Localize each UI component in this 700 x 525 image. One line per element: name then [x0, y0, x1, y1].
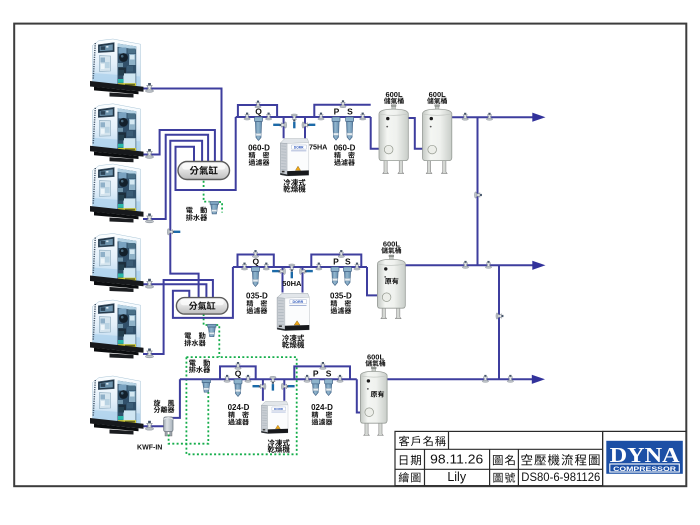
- svg-text:035-D: 035-D: [246, 292, 268, 301]
- svg-text:Q: Q: [235, 369, 242, 379]
- svg-text:COMPRESSOR: COMPRESSOR: [613, 466, 676, 473]
- svg-text:98.11.26: 98.11.26: [430, 452, 483, 467]
- svg-text:Lily: Lily: [447, 470, 467, 484]
- svg-text:50HA: 50HA: [282, 279, 302, 288]
- svg-text:P: P: [333, 256, 339, 266]
- svg-text:S: S: [326, 369, 332, 379]
- svg-text:KWF-IN: KWF-IN: [137, 444, 162, 451]
- svg-text:S: S: [345, 256, 351, 266]
- svg-text:S: S: [347, 106, 353, 116]
- svg-text:024-D: 024-D: [228, 403, 250, 412]
- svg-text:DORR: DORR: [294, 146, 304, 150]
- svg-text:DYNA: DYNA: [610, 443, 681, 467]
- svg-text:600L: 600L: [385, 90, 403, 99]
- svg-text:Q: Q: [255, 107, 262, 117]
- svg-text:024-D: 024-D: [311, 403, 333, 412]
- svg-text:P: P: [334, 106, 340, 116]
- svg-text:600L: 600L: [429, 90, 447, 99]
- svg-text:DS80-6-981126: DS80-6-981126: [521, 472, 600, 484]
- svg-text:75HA: 75HA: [309, 142, 327, 151]
- svg-text:P: P: [313, 369, 319, 379]
- svg-text:060-D: 060-D: [334, 143, 356, 152]
- svg-text:600L: 600L: [367, 352, 385, 361]
- svg-text:Q: Q: [252, 256, 259, 266]
- svg-text:DORR: DORR: [274, 407, 284, 411]
- svg-text:060-D: 060-D: [248, 143, 270, 152]
- svg-text:DORR: DORR: [293, 300, 304, 304]
- svg-text:035-D: 035-D: [330, 292, 352, 301]
- svg-text:600L: 600L: [383, 239, 401, 248]
